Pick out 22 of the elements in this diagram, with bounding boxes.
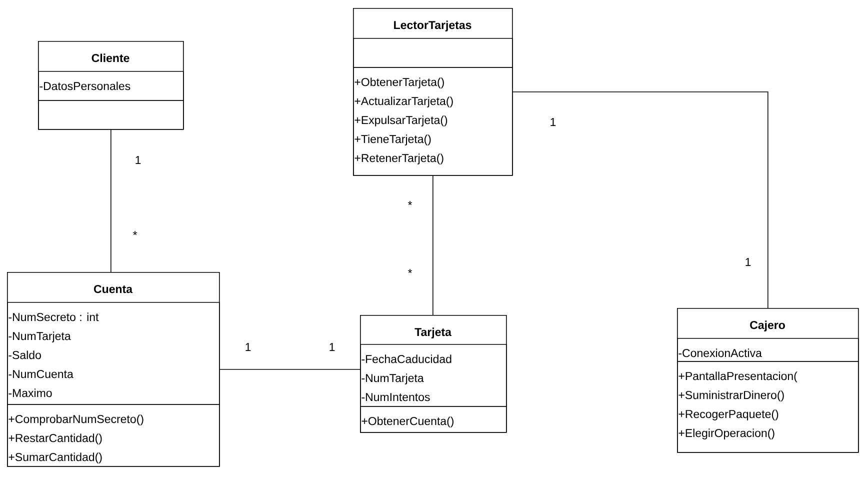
association-line: [110, 129, 112, 272]
empty-compartment: [38, 100, 184, 130]
method-compartment: +ComprobarNumSecreto() +RestarCantidad() +SumarCantidad(): [7, 404, 220, 467]
multiplicity-label: 1: [746, 258, 751, 266]
attribute-compartment: -DatosPersonales: [38, 71, 184, 101]
multiplicity-label: *: [408, 269, 412, 274]
multiplicity-label: 1: [550, 118, 556, 126]
attribute-compartment: -ConexionActiva: [677, 338, 859, 362]
method-compartment: +ObtenerTarjeta() +ActualizarTarjeta() +ExpulsarTarjeta() +TieneTarjeta() +RetenerTarjeta(): [353, 67, 513, 176]
attribute-compartment: -FechaCaducidad -NumTarjeta -NumIntentos: [360, 344, 507, 407]
association-line: [219, 369, 360, 370]
multiplicity-label: 1: [136, 156, 141, 164]
multiplicity-label: *: [408, 201, 412, 206]
empty-compartment: [353, 38, 513, 68]
method-compartment: +ObtenerCuenta(): [360, 406, 507, 433]
attribute-compartment: -NumSecreto : int -NumTarjeta -Saldo -NumCuenta -Maximo: [7, 302, 220, 405]
multiplicity-label: 1: [246, 343, 251, 351]
multiplicity-label: *: [132, 231, 138, 236]
association-line: [432, 175, 434, 316]
association-line: [512, 92, 768, 308]
multiplicity-label: 1: [330, 343, 335, 351]
method-compartment: +PantallaPresentacion( +SuministrarDinero() +RecogerPaquete() +ElegirOperacion(): [677, 361, 859, 453]
